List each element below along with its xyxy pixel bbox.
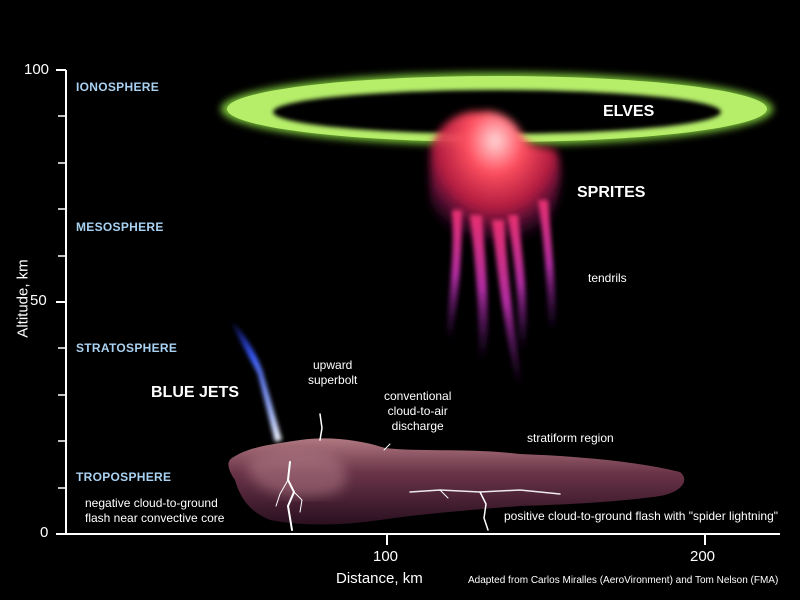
label-stratiform-region: stratiform region — [527, 431, 614, 445]
y-tick-0: 0 — [40, 524, 49, 541]
label-cloud-to-air: conventional cloud-to-air discharge — [384, 389, 451, 434]
credit-line: Adapted from Carlos Miralles (AeroVironm… — [468, 575, 779, 586]
label-negative-cg: negative cloud-to-ground flash near conv… — [85, 496, 224, 526]
label-upward-superbolt: upward superbolt — [308, 358, 357, 388]
label-upward-superbolt-line2: superbolt — [308, 373, 358, 387]
label-elves: ELVES — [603, 103, 655, 120]
y-axis-minor-ticks — [58, 115, 66, 489]
x-tick-100: 100 — [373, 548, 399, 565]
y-tick-50: 50 — [30, 292, 47, 309]
layer-stratosphere: STRATOSPHERE — [76, 341, 178, 355]
label-positive-cg: positive cloud-to-ground flash with "spi… — [504, 509, 779, 523]
x-axis — [66, 533, 780, 545]
thundercloud — [228, 438, 685, 525]
blue-jet — [232, 322, 282, 442]
label-upward-superbolt-line1: upward — [313, 358, 353, 372]
lightning-bolts — [275, 413, 561, 531]
x-axis-label: Distance, km — [336, 570, 423, 587]
layer-troposphere: TROPOSPHERE — [76, 470, 172, 484]
label-negative-cg-line1: negative cloud-to-ground — [85, 496, 218, 510]
sprites-glow — [430, 111, 561, 260]
label-cloud-to-air-line2: cloud-to-air — [387, 404, 448, 418]
label-cloud-to-air-line3: discharge — [391, 419, 444, 433]
sprite-tendrils — [446, 200, 556, 385]
elves-ring — [221, 73, 773, 145]
y-axis-label: Altitude, km — [14, 259, 32, 338]
label-blue-jets: BLUE JETS — [151, 384, 240, 401]
label-negative-cg-line2: flash near convective core — [85, 511, 225, 525]
label-cloud-to-air-line1: conventional — [384, 389, 452, 403]
y-tick-100: 100 — [24, 61, 50, 78]
label-sprites: SPRITES — [577, 184, 646, 201]
x-tick-200: 200 — [690, 548, 716, 565]
layer-mesosphere: MESOSPHERE — [76, 220, 164, 234]
layer-ionosphere: IONOSPHERE — [76, 80, 160, 94]
label-tendrils: tendrils — [588, 271, 627, 285]
y-axis — [56, 69, 67, 535]
